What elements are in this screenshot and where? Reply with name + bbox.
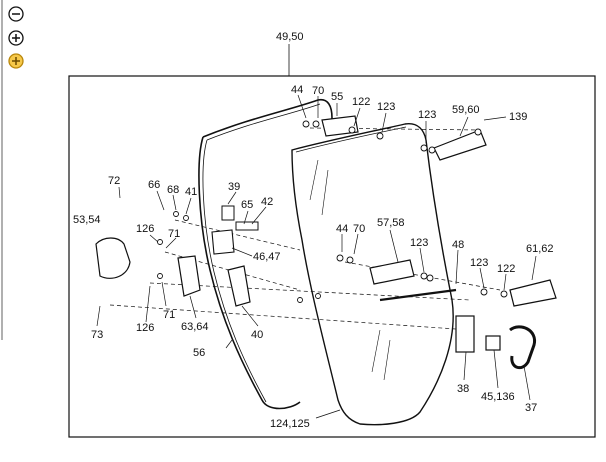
callout: 123	[377, 101, 395, 113]
callout: 123	[418, 109, 436, 121]
callout: 122	[497, 263, 515, 275]
callout: 39	[228, 181, 240, 193]
callout: 72	[108, 175, 120, 187]
callout: 53,54	[73, 214, 101, 226]
callout: 68	[167, 184, 179, 196]
callout: 40	[251, 329, 263, 341]
part-40	[227, 265, 251, 307]
callout: 122	[352, 96, 370, 108]
callout: 42	[261, 196, 273, 208]
callout: 126	[136, 322, 154, 334]
callout: 41	[185, 186, 197, 198]
part-57-58	[369, 259, 415, 285]
part-61-62	[509, 279, 557, 307]
callout: 71	[168, 228, 180, 240]
callout: 66	[148, 179, 160, 191]
callout: 73	[91, 329, 103, 341]
callout: 70	[353, 223, 365, 235]
door-frame	[198, 98, 333, 410]
callout: 65	[241, 199, 253, 211]
callout: 124,125	[270, 418, 310, 430]
part-59-60	[433, 129, 487, 161]
zoom-in-icon[interactable]	[8, 30, 24, 46]
callout: 48	[452, 239, 464, 251]
callout: 38	[457, 383, 469, 395]
callout: 63,64	[181, 321, 209, 333]
callout: 71	[163, 309, 175, 321]
part-46-47	[211, 229, 235, 255]
zoom-toolbar	[0, 0, 30, 462]
callout-labels: 49,50 44 70 55 122 123 123 59,60 139 72 …	[73, 31, 554, 430]
part-65-42	[235, 221, 259, 231]
callout: 49,50	[276, 31, 304, 43]
callout: 37	[525, 402, 537, 414]
part-48	[379, 288, 457, 302]
callout: 57,58	[377, 217, 405, 229]
callout: 55	[331, 91, 343, 103]
diagram-frame	[68, 75, 596, 438]
panel-divider	[1, 0, 3, 340]
part-37	[509, 325, 537, 370]
callout: 46,47	[253, 251, 281, 263]
callout: 59,60	[452, 104, 480, 116]
callout: 45,136	[481, 391, 515, 403]
zoom-fit-icon[interactable]	[8, 53, 24, 69]
part-39	[221, 205, 235, 221]
part-53-54	[95, 237, 131, 279]
callout: 44	[291, 84, 303, 96]
callout: 61,62	[526, 243, 554, 255]
callout: 123	[410, 237, 428, 249]
callout: 139	[509, 111, 527, 123]
part-63-64	[177, 255, 201, 297]
part-45-136	[485, 335, 501, 351]
callout: 126	[136, 223, 154, 235]
callout: 123	[470, 257, 488, 269]
callout: 70	[312, 85, 324, 97]
callout: 44	[336, 223, 348, 235]
glass-pane	[291, 123, 454, 426]
zoom-out-icon[interactable]	[8, 6, 24, 22]
part-38	[455, 315, 475, 353]
callout: 56	[193, 347, 205, 359]
